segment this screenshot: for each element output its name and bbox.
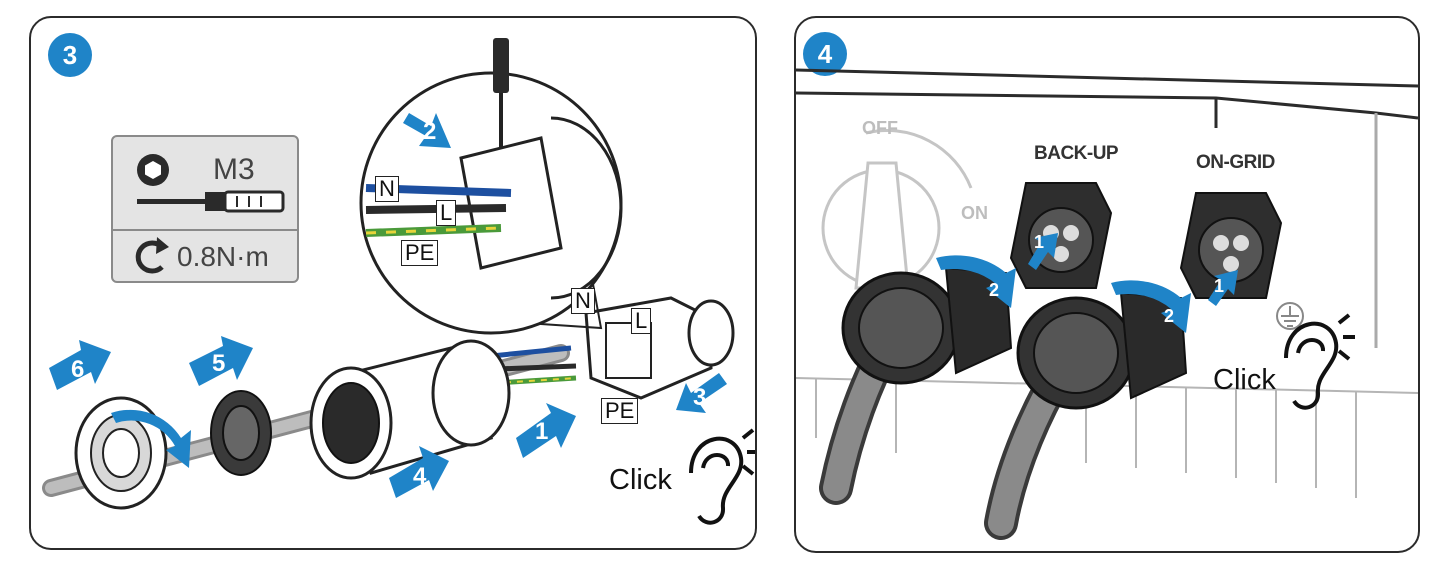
arrow-7-label: 7 xyxy=(169,468,183,495)
insert-label-pe: PE xyxy=(601,398,639,424)
arrow-3-label: 3 xyxy=(693,384,707,411)
arrow-1-ongrid xyxy=(1208,270,1238,306)
arrow-3 xyxy=(676,373,727,413)
arrow-2-backup xyxy=(936,255,1016,308)
arrow-2-backup-label: 2 xyxy=(989,280,1000,300)
torque-text: 0.8N·m xyxy=(177,241,269,272)
divider xyxy=(113,229,297,231)
insert-label-n: N xyxy=(571,288,595,314)
step-arrows xyxy=(49,113,727,498)
arrow-5-label: 5 xyxy=(212,350,226,377)
ongrid-port-label: ON-GRID xyxy=(1196,152,1275,173)
arrow-1-backup xyxy=(1028,233,1058,270)
arrow-1-label: 1 xyxy=(535,418,549,445)
tool-size-text: M3 xyxy=(213,153,255,186)
click-text: Click xyxy=(1213,364,1276,396)
inverter-ports-illustration xyxy=(796,68,1418,540)
arrow-2-ongrid-label: 2 xyxy=(1164,306,1175,326)
ear-icon xyxy=(689,428,755,525)
step-arrows xyxy=(936,233,1238,333)
cap-nut xyxy=(74,396,168,510)
arrow-1-backup-label: 1 xyxy=(1034,232,1045,252)
arrow-4-label: 4 xyxy=(413,463,427,490)
ongrid-port xyxy=(1179,192,1283,299)
arrow-2 xyxy=(403,113,451,148)
cable-seal xyxy=(210,390,272,476)
step-badge: 3 xyxy=(48,33,92,77)
backup-port xyxy=(1009,182,1113,289)
dc-switch xyxy=(821,129,973,290)
tool-icons xyxy=(135,154,285,274)
connector-assembly-illustration xyxy=(42,38,755,525)
arrow-1 xyxy=(516,403,576,458)
arrow-7 xyxy=(111,409,191,468)
arrow-2-label: 2 xyxy=(423,118,437,145)
step-3-panel: 3 M3 0.8N·m xyxy=(29,16,757,550)
switch-on-label: ON xyxy=(961,203,988,223)
arrow-6 xyxy=(49,340,111,390)
backup-port-label: BACK-UP xyxy=(1034,143,1119,164)
ear-icon xyxy=(1284,313,1355,410)
click-text: Click xyxy=(609,464,672,496)
switch-off-label: OFF xyxy=(862,118,898,138)
arrow-6-label: 6 xyxy=(71,356,85,383)
right-connector xyxy=(984,291,1188,540)
arrow-2-ongrid xyxy=(1111,280,1191,333)
connector-housing xyxy=(309,339,511,480)
left-connector xyxy=(819,266,1013,505)
screwdriver-icon xyxy=(137,190,285,213)
ground-icon xyxy=(1276,302,1304,330)
arrow-1-ongrid-label: 1 xyxy=(1214,276,1225,296)
torque-rotate-icon xyxy=(135,237,169,274)
insert-label-l: L xyxy=(631,308,652,334)
inverter-body xyxy=(796,68,1418,348)
hex-bit-icon xyxy=(137,154,169,186)
arrow-4 xyxy=(389,446,449,498)
step-badge: 4 xyxy=(803,32,847,76)
wire-label-pe: PE xyxy=(401,240,439,266)
wire-label-n: N xyxy=(375,176,399,202)
wire-label-l: L xyxy=(436,200,457,226)
tool-spec-box: M3 0.8N·m xyxy=(111,135,299,283)
terminal-insert xyxy=(584,296,735,400)
step-4-panel: 4 xyxy=(794,16,1420,553)
arrow-5 xyxy=(189,336,253,386)
